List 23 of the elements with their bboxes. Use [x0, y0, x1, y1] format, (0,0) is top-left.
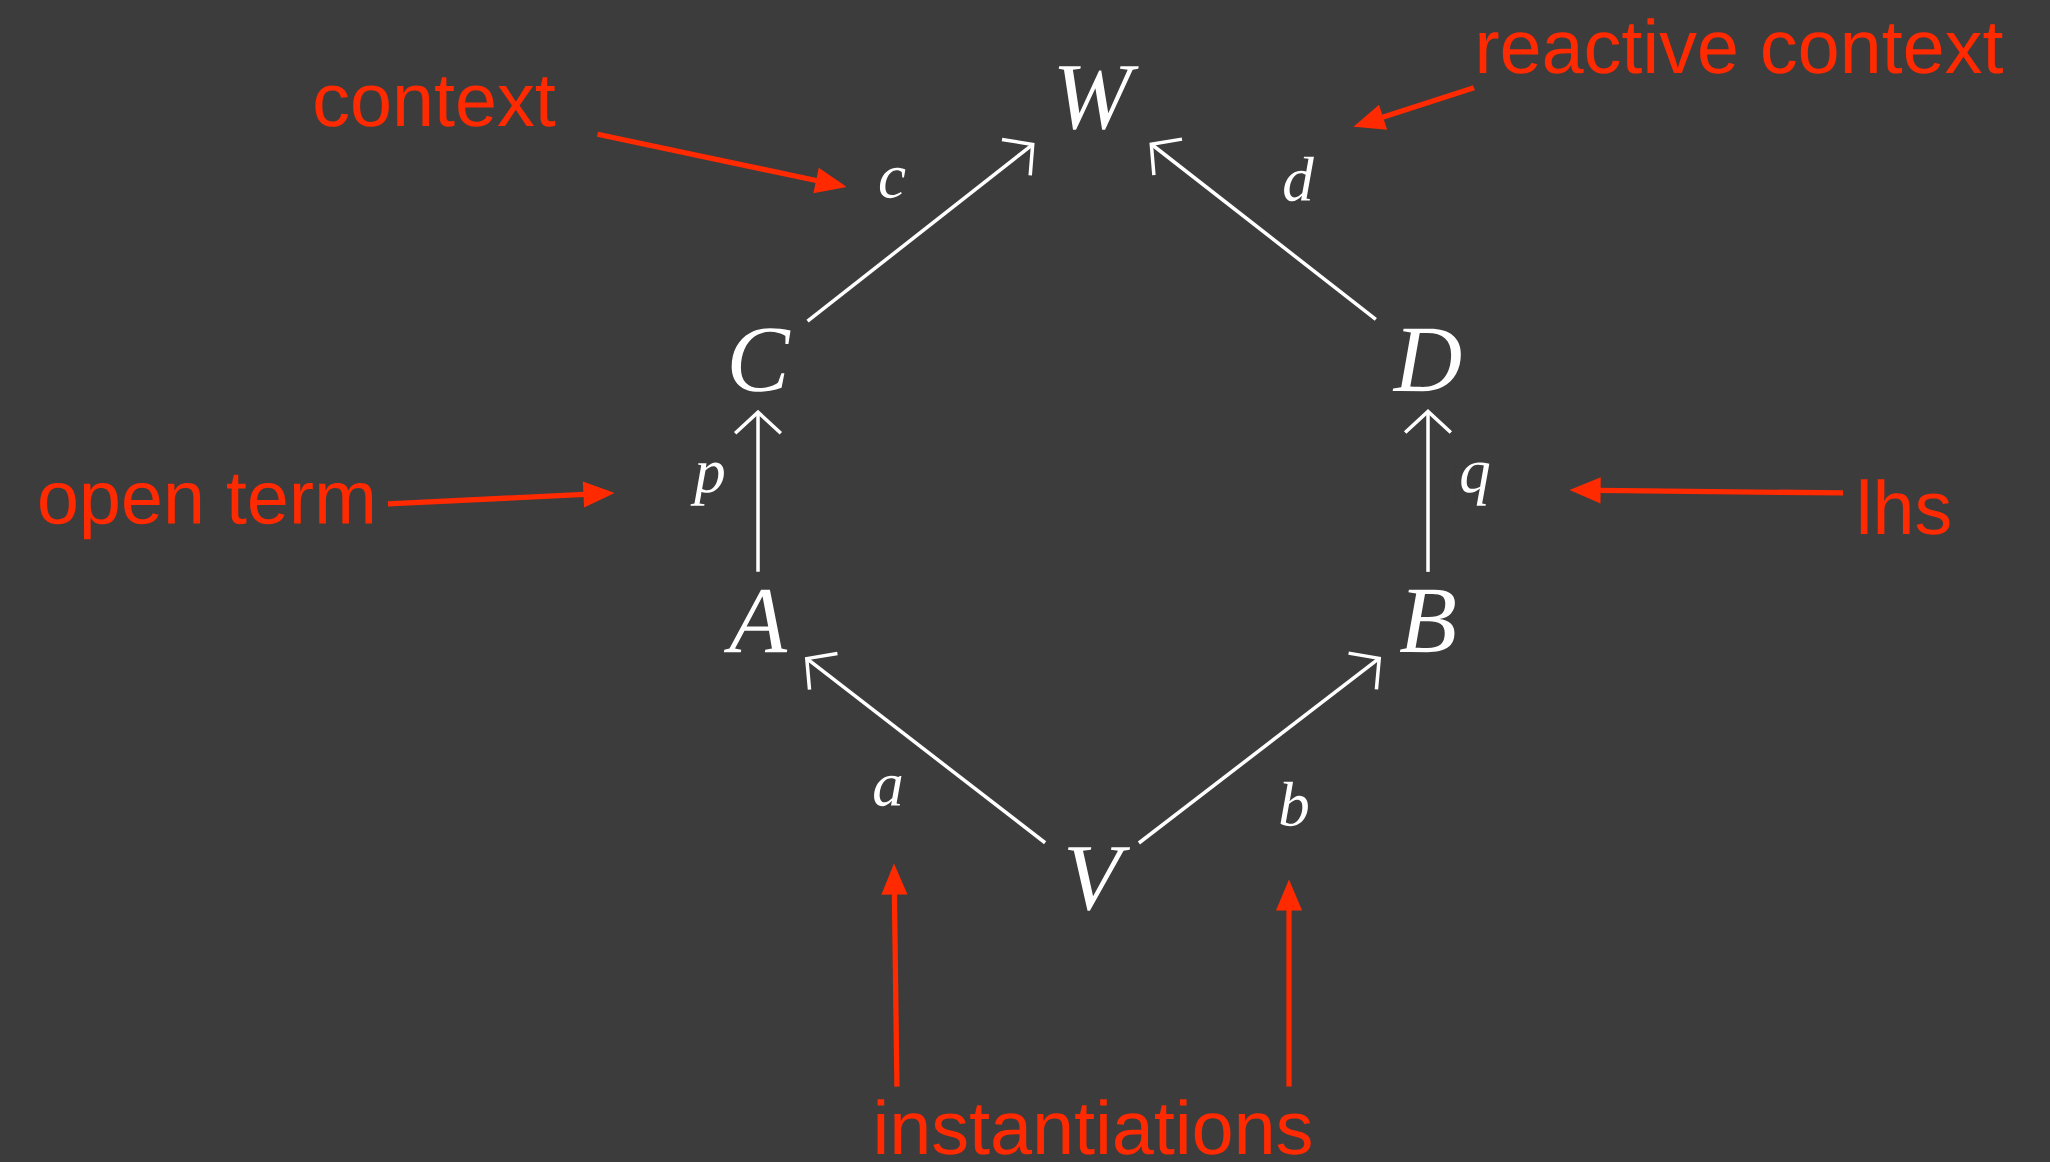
- edge-label: p: [690, 458, 730, 510]
- arrow: [1404, 409, 1453, 572]
- variable-letter: D: [1392, 328, 1461, 392]
- edge-label: a: [868, 772, 908, 810]
- arrow: [1137, 651, 1382, 845]
- variable-letter: W: [1058, 66, 1139, 130]
- variable-letter: C: [731, 328, 791, 392]
- variable-letter: V: [1068, 847, 1131, 911]
- edge-label: b: [1274, 778, 1314, 830]
- variable-letter: B: [1399, 589, 1455, 653]
- arrow: [1149, 137, 1377, 321]
- annotation-text: open term: [40, 474, 372, 540]
- variable-letter: A: [723, 589, 788, 653]
- edge-label: q: [1455, 458, 1495, 510]
- annotation-text: lhs: [1860, 479, 1950, 535]
- arrow: [733, 409, 783, 572]
- annotation-text: context: [315, 77, 556, 127]
- arrow: [806, 137, 1035, 323]
- arrow: [804, 651, 1047, 845]
- edge-label: d: [1278, 153, 1318, 205]
- edge-label: c: [874, 164, 910, 202]
- annotation-text: reactive context: [1479, 18, 2003, 74]
- annotation-text: instantiations: [877, 1099, 1311, 1155]
